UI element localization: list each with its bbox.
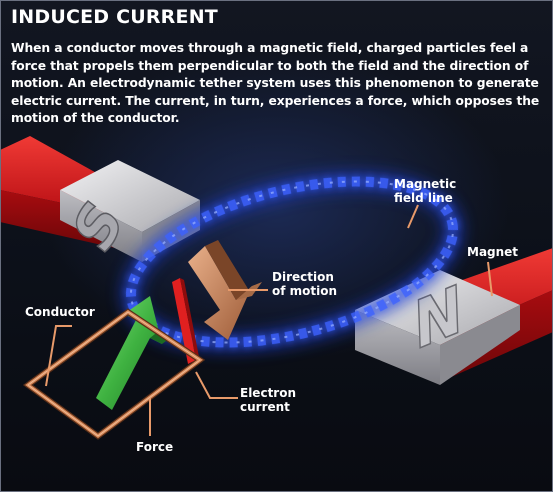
label-conductor: Conductor (25, 305, 95, 319)
label-force: Force (136, 440, 174, 454)
label-magnetic-field-line: Magnetic field line (394, 177, 456, 205)
label-magnetic-field-line-1: Magnetic (394, 177, 457, 191)
label-electron-current-2: current (240, 400, 290, 414)
label-direction-of-motion-1: Direction (272, 270, 334, 284)
diagram-title: INDUCED CURRENT (11, 6, 218, 28)
leader-magnet (487, 261, 493, 297)
electron-current-bar (172, 278, 200, 364)
label-magnet: Magnet (467, 245, 519, 259)
leader-lines (45, 204, 493, 436)
magnetic-field-loop (119, 170, 465, 354)
south-magnet: S (0, 136, 200, 267)
label-direction-of-motion-2: of motion (272, 284, 338, 298)
label-magnetic-field-line-2: field line (394, 191, 453, 205)
leader-magnetic-field (407, 204, 419, 229)
conductor-loop (22, 308, 206, 440)
north-magnet: N (355, 248, 553, 385)
label-electron-current: Electron current (240, 386, 296, 414)
diagram-description: When a conductor moves through a magneti… (11, 41, 540, 125)
label-electron-current-1: Electron (240, 386, 297, 400)
label-direction-of-motion: Direction of motion (272, 270, 337, 298)
leader-conductor (45, 325, 72, 387)
leader-electron-current (195, 371, 238, 399)
